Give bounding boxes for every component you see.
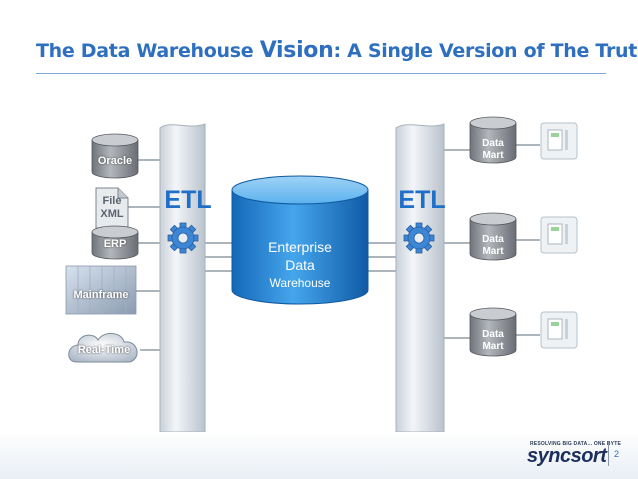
- data-mart-3-line-2: Mart: [482, 341, 504, 352]
- data-mart-1-cylinder: [469, 116, 517, 164]
- title-part-vision: Vision: [259, 38, 334, 63]
- slide-title: The Data Warehouse Vision: A Single Vers…: [36, 38, 638, 63]
- mainframe-server-icon: [65, 265, 137, 315]
- erp-label: ERP: [103, 238, 127, 250]
- right-gear-icon: [403, 222, 435, 254]
- data-mart-2-line-2: Mart: [482, 246, 504, 257]
- right-etl-pipe: [395, 123, 445, 432]
- left-gear-icon: [167, 222, 199, 254]
- mainframe-label: Mainframe: [73, 289, 129, 301]
- data-mart-2-line-1: Data: [482, 234, 504, 245]
- data-mart-3-cylinder: [469, 307, 517, 357]
- data-mart-1-line-2: Mart: [482, 150, 504, 161]
- report-1-icon: [540, 122, 578, 160]
- enterprise-data-warehouse-cylinder: [231, 175, 369, 305]
- right-etl-label: ETL: [398, 186, 446, 214]
- report-2-icon: [540, 216, 578, 254]
- left-etl-label: ETL: [164, 186, 212, 214]
- oracle-label: Oracle: [97, 155, 133, 167]
- left-etl-pipe: [159, 123, 206, 432]
- warehouse-line-2: Data: [285, 257, 315, 273]
- file-label: File: [102, 195, 122, 207]
- warehouse-to-etl-connectors: [368, 242, 396, 272]
- syncsort-logo: syncsort: [527, 445, 607, 467]
- file-xml-document-icon: [95, 187, 129, 229]
- source-connectors: [128, 159, 160, 351]
- oracle-database-icon: [91, 133, 139, 179]
- data-mart-2-cylinder: [469, 212, 517, 261]
- title-part-3: : A Single Version of The Truth: [333, 40, 638, 62]
- diagram-canvas: [65, 116, 578, 432]
- footer-divider: [608, 442, 609, 466]
- report-3-icon: [540, 311, 578, 349]
- xml-label: XML: [100, 208, 124, 220]
- real-time-label: Real-Time: [77, 344, 131, 356]
- syncsort-logo-tagline: RESOLVING BIG DATA... ONE BYTE: [530, 441, 622, 447]
- erp-database-icon: [91, 225, 139, 260]
- title-rule: [36, 73, 606, 74]
- footer-band: [0, 432, 638, 479]
- etl-to-warehouse-connectors: [205, 242, 232, 272]
- title-part-1: The Data Warehouse: [36, 40, 260, 62]
- data-mart-3-line-1: Data: [482, 329, 504, 340]
- real-time-cloud-icon: [68, 333, 138, 363]
- warehouse-line-1: Enterprise: [268, 239, 332, 255]
- data-mart-1-line-1: Data: [482, 138, 504, 149]
- etl-to-mart-connectors: [444, 144, 540, 339]
- warehouse-line-3: Warehouse: [269, 276, 331, 290]
- page-number: 2: [614, 449, 620, 459]
